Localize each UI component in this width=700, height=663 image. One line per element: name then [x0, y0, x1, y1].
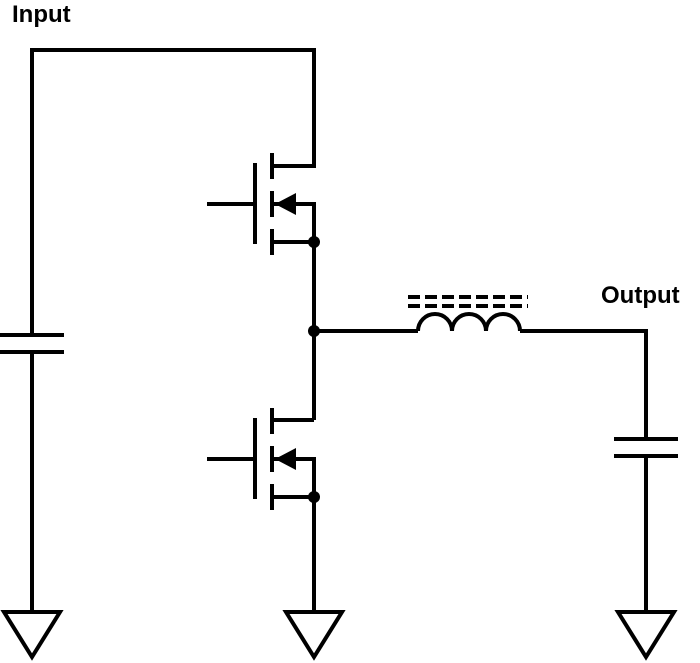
- output-label: Output: [601, 282, 680, 309]
- inductor: [408, 295, 528, 332]
- high-side-arrow-icon: [275, 193, 296, 215]
- input-capacitor: [0, 333, 64, 354]
- inductor-coil: [416, 312, 522, 332]
- ground-icon: [614, 610, 678, 661]
- low-side-mosfet: [207, 408, 320, 510]
- low-side-arrow-icon: [275, 448, 296, 470]
- ground-icon: [0, 610, 64, 661]
- high-side-mosfet: [207, 153, 320, 255]
- input-label: Input: [12, 1, 71, 28]
- ground-icon: [282, 610, 346, 661]
- output-capacitor: [614, 437, 678, 458]
- input-rail-wire: [30, 48, 316, 612]
- output-rail-wire: [520, 329, 648, 437]
